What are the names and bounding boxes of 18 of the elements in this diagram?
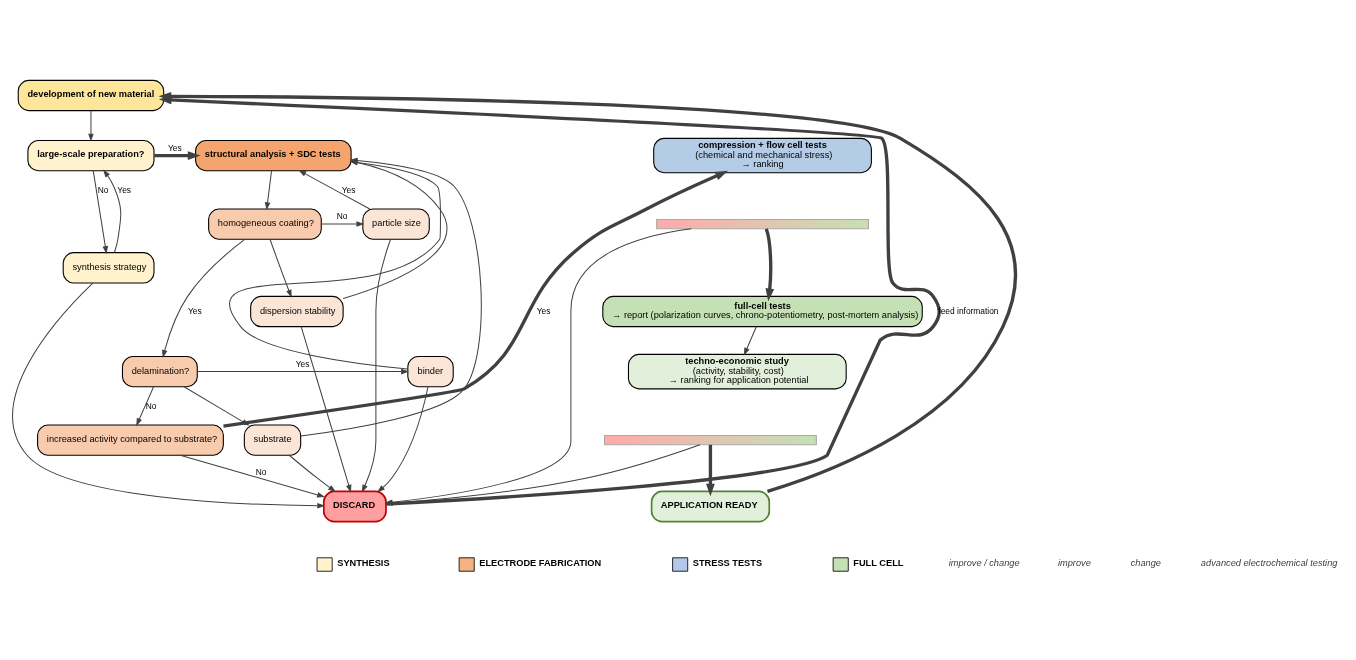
edge-label: Yes (167, 142, 182, 153)
edge-label: Yes (117, 184, 131, 195)
legend-label: STRESS TESTS (692, 558, 763, 569)
legend-label: FULL CELL (853, 558, 904, 569)
label: advanced electrochemical testing (1200, 558, 1338, 569)
legend-label: ELECTRODE FABRICATION (479, 558, 602, 569)
edge-label: Yes (341, 184, 356, 195)
edge-label: No (255, 467, 267, 478)
edge-label: Yes (536, 305, 551, 316)
edge-label: Yes (295, 358, 310, 369)
edge-label: No (145, 401, 157, 412)
label: change (1130, 558, 1161, 569)
edge-label: No (336, 211, 348, 222)
edge-label: Yes (187, 305, 202, 316)
legend-label: SYNTHESIS (337, 558, 390, 569)
label: improve / change (948, 558, 1020, 569)
edge-label: No (97, 184, 109, 195)
label: improve (1057, 558, 1091, 569)
